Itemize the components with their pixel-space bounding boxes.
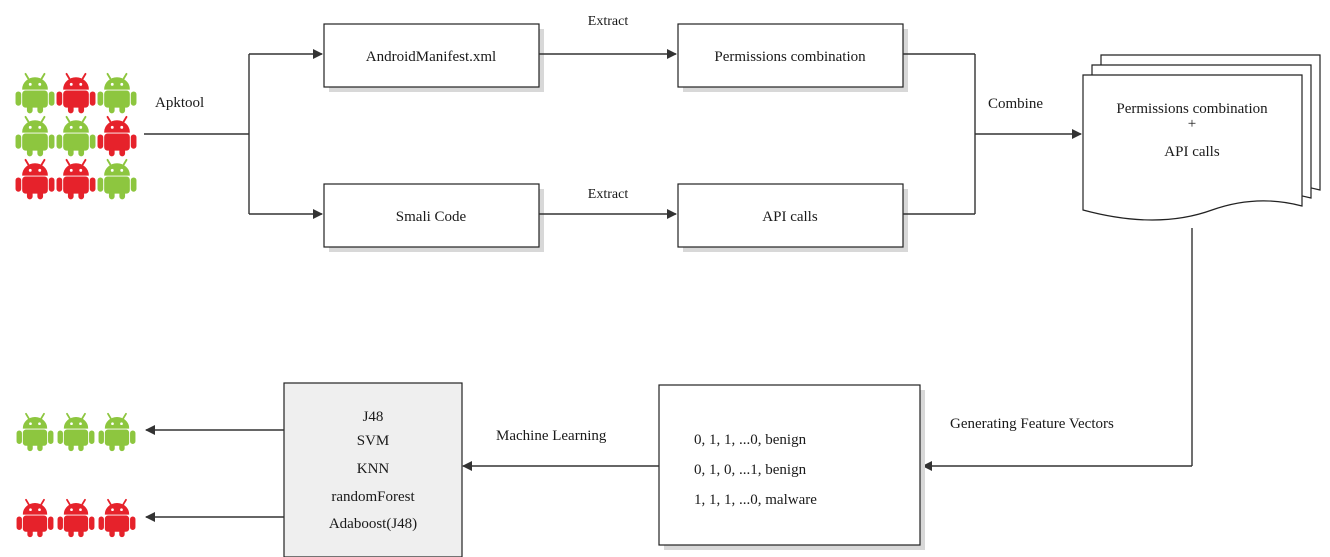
benign-output-icons [16,412,136,452]
android-malware-icon [97,115,137,157]
vector-row-2: 0, 1, 0, ...1, benign [694,462,807,478]
android-benign-icon [97,72,137,114]
permissions-label: Permissions combination [714,49,866,65]
android-malware-icon [56,72,96,114]
smali-box: Smali Code [323,183,544,252]
vector-row-3: 1, 1, 1, ...0, malware [694,492,817,508]
combine-merge [903,53,1082,215]
classifier-random-forest: randomForest [331,489,415,505]
api-calls-box: API calls [677,183,908,252]
permissions-box: Permissions combination [677,23,908,92]
android-benign-icon [97,158,137,200]
classifier-j48: J48 [363,409,384,425]
android-benign-icon [15,115,55,157]
classifier-adaboost-j48: Adaboost(J48) [329,516,417,532]
machine-learning-label: Machine Learning [496,428,607,444]
manifest-box: AndroidManifest.xml [323,23,544,92]
smali-label: Smali Code [396,209,467,225]
classifier-knn: KNN [357,461,390,477]
extract-label-bottom: Extract [588,187,629,202]
generating-feature-vectors-label: Generating Feature Vectors [950,416,1114,432]
android-benign-icon [57,412,95,452]
vector-row-1: 0, 1, 1, ...0, benign [694,432,807,448]
android-benign-icon [56,115,96,157]
android-benign-icon [16,412,54,452]
android-malware-icon [16,498,54,538]
extract-label-top: Extract [588,14,629,29]
combine-label: Combine [988,96,1043,112]
feature-vector-path [922,228,1193,471]
android-benign-icon [15,72,55,114]
android-malware-icon [98,498,136,538]
document-line-plus: + [1188,116,1196,132]
malware-output-icons [16,498,136,538]
feature-vector-box: 0, 1, 1, ...0, benign 0, 1, 0, ...1, ben… [658,384,925,550]
input-apps-grid [15,72,137,200]
android-malware-icon [15,158,55,200]
manifest-label: AndroidManifest.xml [366,49,496,65]
feature-document-stack: Permissions combination + API calls [1082,54,1321,221]
apktool-label: Apktool [155,95,204,111]
android-malware-icon [57,498,95,538]
classifier-box: J48 SVM KNN randomForest Adaboost(J48) [283,382,463,557]
document-line-api: API calls [1164,144,1220,160]
apktool-split [144,49,323,219]
document-line-permissions: Permissions combination [1116,101,1268,117]
classifier-svm: SVM [357,433,390,449]
android-malware-icon [56,158,96,200]
api-calls-label: API calls [762,209,818,225]
android-benign-icon [98,412,136,452]
